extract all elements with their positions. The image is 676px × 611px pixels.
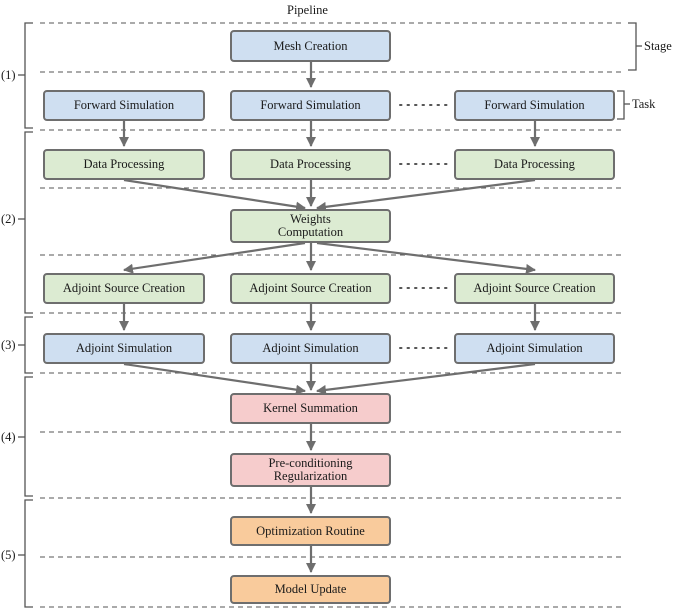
group-bracket-2 — [24, 131, 33, 314]
group-bracket-5 — [24, 499, 33, 608]
stage-bracket — [628, 22, 637, 71]
task-bracket — [617, 90, 625, 120]
weights-computation-node: Weights Computation — [230, 209, 391, 243]
group-bracket-1 — [24, 22, 33, 129]
edge-data-to-weights — [123, 178, 306, 212]
group-bracket-3 — [24, 316, 33, 374]
model-update-node: Model Update — [230, 575, 391, 604]
optimization-routine-node: Optimization Routine — [230, 516, 391, 546]
edge-data-to-weights — [316, 178, 536, 212]
edge-adjoint-to-kernel — [123, 362, 306, 395]
group-bracket-4 — [24, 376, 33, 497]
stage-legend-label: Stage — [644, 39, 672, 53]
group-label-4: (4) — [1, 430, 16, 444]
preconditioning-regularization-node: Pre-conditioning Regularization — [230, 453, 391, 487]
data-processing-node: Data Processing — [454, 149, 615, 180]
group-label-1: (1) — [1, 68, 16, 82]
adjoint-simulation-node: Adjoint Simulation — [43, 333, 205, 364]
adjoint-source-creation-node: Adjoint Source Creation — [454, 273, 615, 304]
edge-weights-to-source — [123, 241, 306, 274]
group-label-2: (2) — [1, 212, 16, 226]
diagram-title: Pipeline — [287, 3, 328, 17]
forward-simulation-node: Forward Simulation — [230, 90, 391, 121]
edge-adjoint-to-kernel — [316, 362, 536, 395]
adjoint-simulation-node: Adjoint Simulation — [454, 333, 615, 364]
adjoint-source-creation-node: Adjoint Source Creation — [43, 273, 205, 304]
data-processing-node: Data Processing — [43, 149, 205, 180]
group-label-3: (3) — [1, 338, 16, 352]
adjoint-simulation-node: Adjoint Simulation — [230, 333, 391, 364]
task-legend-label: Task — [632, 97, 656, 111]
edge-weights-to-source — [316, 241, 536, 274]
group-label-5: (5) — [1, 548, 16, 562]
forward-simulation-node: Forward Simulation — [454, 90, 615, 121]
kernel-summation-node: Kernel Summation — [230, 393, 391, 424]
data-processing-node: Data Processing — [230, 149, 391, 180]
adjoint-source-creation-node: Adjoint Source Creation — [230, 273, 391, 304]
forward-simulation-node: Forward Simulation — [43, 90, 205, 121]
mesh-creation-node: Mesh Creation — [230, 30, 391, 62]
